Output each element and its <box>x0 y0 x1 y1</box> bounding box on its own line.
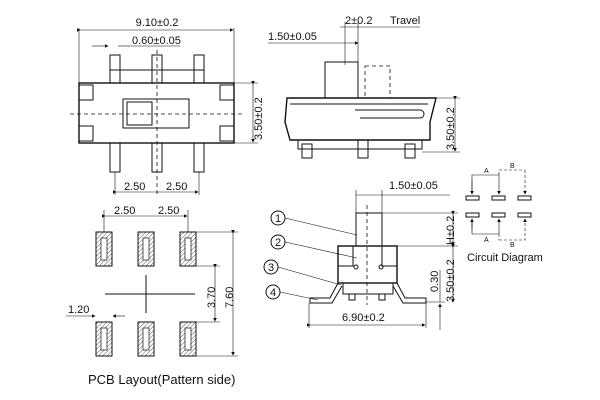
pcb-layout: 2.50 2.50 3.70 7.60 1.20 PCB Layout(Patt… <box>66 205 238 387</box>
callouts: 1 2 3 4 <box>263 210 358 301</box>
front-h-dim: H±0.2 <box>445 216 457 245</box>
top-pitch-right: 2.50 <box>166 181 187 193</box>
pin-width-dim: 0.60±0.05 <box>132 35 181 47</box>
top-width-dim: 9.10±0.2 <box>136 17 179 29</box>
pcb-pitch-left: 2.50 <box>114 205 135 217</box>
circuit-label-a-bottom: A <box>484 237 489 244</box>
front-height-dim: 3.50±0.2 <box>445 259 457 302</box>
front-view: 1.50±0.05 H±0.2 3.50±0.2 0.30 6.90±0.2 1… <box>263 180 458 330</box>
top-height-dim: 3.50±0.2 <box>253 97 265 140</box>
top-pitch-left: 2.50 <box>124 181 145 193</box>
pcb-pitch-right: 2.50 <box>158 205 179 217</box>
circuit-diagram: A B A B Circuit Diagram <box>465 163 543 264</box>
travel-dim: 2±0.2 <box>345 15 372 27</box>
circuit-title: Circuit Diagram <box>467 252 543 264</box>
pcb-total-dim: 7.60 <box>224 287 236 308</box>
circuit-label-a-top: A <box>484 168 489 175</box>
top-view: 9.10±0.2 0.60±0.05 3.50±0.2 2.50 2.50 <box>70 17 265 195</box>
callout-2: 2 <box>275 237 281 249</box>
front-leg-dim: 0.30 <box>429 271 441 292</box>
circuit-label-b-bottom: B <box>510 242 515 249</box>
pcb-row-dim: 3.70 <box>206 287 218 308</box>
circuit-label-b-top: B <box>510 163 515 170</box>
travel-label: Travel <box>390 15 420 27</box>
callout-4: 4 <box>270 287 276 299</box>
pcb-pad-dim: 1.20 <box>68 304 89 316</box>
pcb-caption: PCB Layout(Pattern side) <box>88 372 235 387</box>
side-slider-dim: 1.50±0.05 <box>268 31 317 43</box>
pcb-pads <box>95 231 197 357</box>
callout-1: 1 <box>275 213 281 225</box>
side-view: 1.50±0.05 2±0.2 Travel 3.50±0.2 <box>268 15 460 159</box>
front-width-dim: 6.90±0.2 <box>342 312 385 324</box>
callout-3: 3 <box>268 262 274 274</box>
side-height-dim: 3.50±0.2 <box>445 107 457 150</box>
front-slider-dim: 1.50±0.05 <box>389 180 438 192</box>
